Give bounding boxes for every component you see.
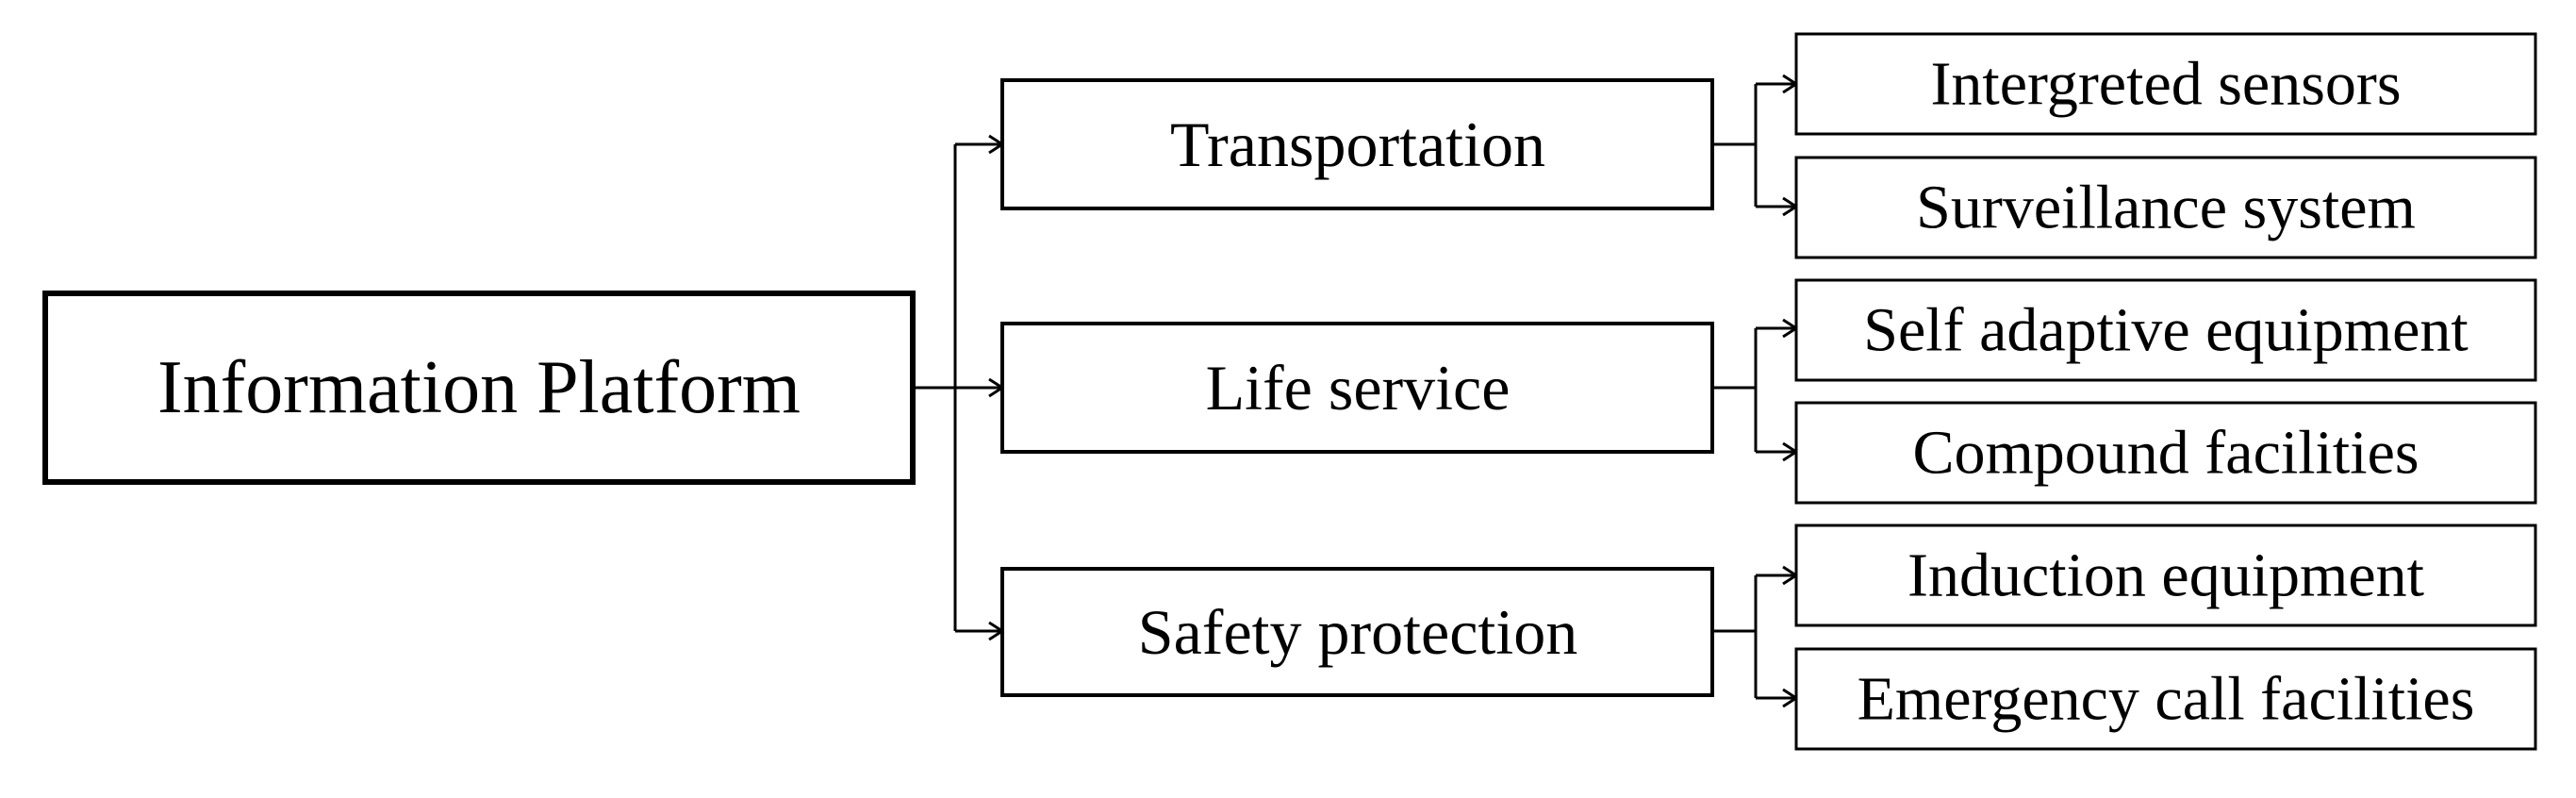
- category-label: Transportation: [1170, 108, 1545, 180]
- root-connector: [913, 134, 1005, 641]
- leaf-label: Surveillance system: [1916, 174, 2416, 242]
- leaf-label: Self adaptive equipment: [1863, 296, 2468, 365]
- root-node: Information Platform: [42, 291, 916, 485]
- category-label: Safety protection: [1138, 596, 1577, 668]
- leaf-node: Emergency call facilities: [1794, 647, 2537, 751]
- leaf-label: Intergreted sensors: [1930, 50, 2401, 119]
- leaf-node: Surveillance system: [1794, 156, 2537, 259]
- leaf-label: Induction equipment: [1907, 541, 2424, 610]
- leaf-node: Induction equipment: [1794, 524, 2537, 627]
- category-life-service: Life service: [1000, 318, 1799, 462]
- category-transportation: Transportation: [1000, 74, 1799, 217]
- leaf-node: Intergreted sensors: [1794, 32, 2537, 136]
- leaf-label: Compound facilities: [1912, 419, 2419, 488]
- category-safety-protection: Safety protection: [1000, 565, 1799, 708]
- leaf-node: Self adaptive equipment: [1794, 278, 2537, 382]
- leaf-label: Emergency call facilities: [1858, 665, 2475, 734]
- leaf-node: Compound facilities: [1794, 401, 2537, 505]
- root-label: Information Platform: [157, 346, 801, 429]
- category-label: Life service: [1206, 352, 1511, 424]
